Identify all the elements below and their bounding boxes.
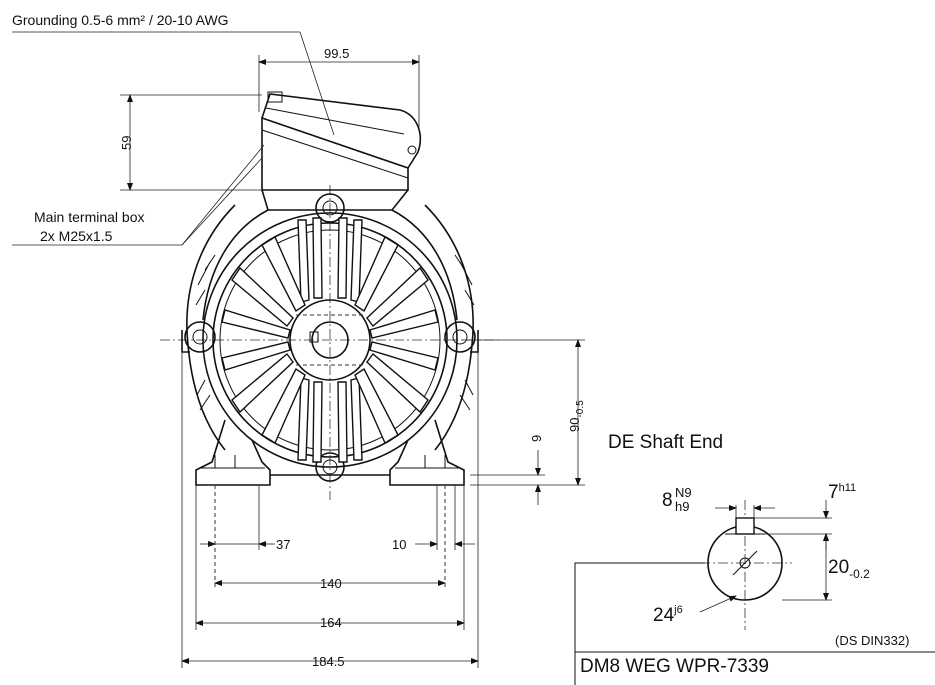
dimension-lines [120,55,585,668]
shaft-end-title: DE Shaft End [608,432,723,453]
motor-housing [186,204,475,468]
drawing-number: DM8 WEG WPR-7339 [580,656,769,677]
dimension-labels: 99.5 59 90-0.5 9 37 10 140 164 184.5 [119,46,586,669]
grounding-note: Grounding 0.5-6 mm² / 20-10 AWG [12,12,229,28]
keyway [735,517,755,535]
dim-foot-width: 164 [320,615,342,630]
key-height: 7h11 [828,482,856,503]
shaft-end-detail: DE Shaft End 8 N9 h9 7h11 20-0.2 24j6 (D… [608,432,909,648]
cooling-fins [221,217,439,463]
shaft-hub [289,299,371,381]
dim-hole-spacing: 140 [320,576,342,591]
key-width: 8 [662,490,673,511]
dim-foot-edge: 10 [392,537,406,552]
dim-shaft-height: 90-0.5 [567,400,586,432]
standard-note: (DS DIN332) [835,633,909,648]
dim-foot-thickness: 9 [529,435,544,442]
dim-overall-width: 184.5 [312,654,345,669]
motor-feet [195,419,465,486]
key-width-tol-lower: h9 [675,499,689,514]
dim-box-width: 99.5 [324,46,349,61]
key-width-tol-upper: N9 [675,485,692,500]
shaft-diameter: 24j6 [653,604,683,626]
terminal-box [261,91,422,211]
motor-front-view [160,91,500,500]
title-block: DM8 WEG WPR-7339 [574,562,935,685]
dim-box-height: 59 [119,136,134,150]
key-depth: 20-0.2 [828,557,870,581]
dim-foot-slot: 37 [276,537,290,552]
leader-lines [12,31,335,246]
annotations: Grounding 0.5-6 mm² / 20-10 AWG Main ter… [12,12,229,244]
terminal-box-thread-note: 2x M25x1.5 [40,228,113,244]
terminal-box-note: Main terminal box [34,209,145,225]
